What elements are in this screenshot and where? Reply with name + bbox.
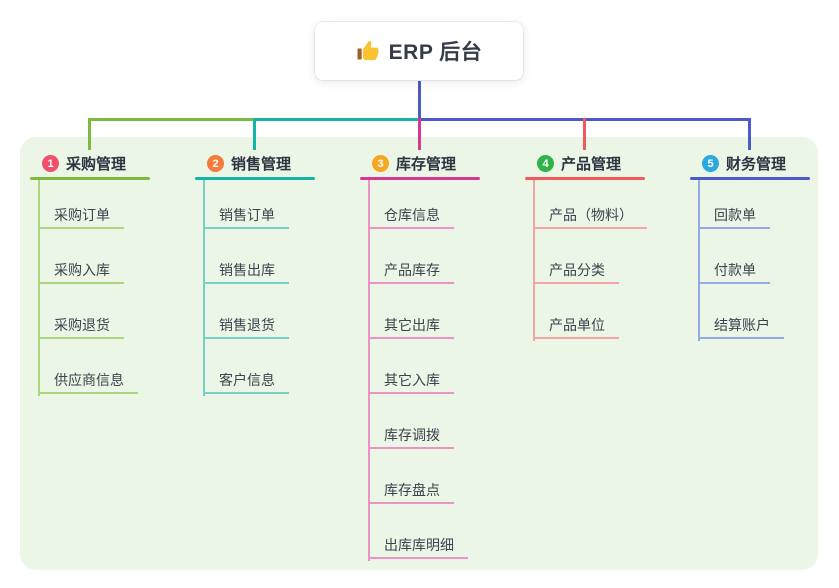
child-node[interactable]: 库存盘点: [368, 478, 454, 504]
branch-underline: [195, 177, 315, 180]
child-node[interactable]: 产品库存: [368, 258, 454, 284]
child-node[interactable]: 回款单: [698, 203, 770, 229]
child-node[interactable]: 其它入库: [368, 368, 454, 394]
root-label: ERP 后台: [388, 41, 483, 64]
branch-label: 销售管理: [231, 156, 292, 173]
branch-underline: [690, 177, 810, 180]
branch-number-badge: 4: [537, 155, 554, 172]
child-node[interactable]: 采购退货: [38, 313, 124, 339]
branch-spine-line: [38, 180, 40, 396]
branch-title[interactable]: 4 产品管理: [525, 150, 621, 177]
branch-underline: [525, 177, 645, 180]
branch-spine-line: [698, 180, 700, 341]
bus-segment-green: [88, 118, 253, 121]
branch-label: 采购管理: [66, 156, 127, 173]
child-node[interactable]: 其它出库: [368, 313, 454, 339]
child-node[interactable]: 结算账户: [698, 313, 784, 339]
child-node[interactable]: 销售订单: [203, 203, 289, 229]
child-node[interactable]: 产品分类: [533, 258, 619, 284]
root-node[interactable]: ERP 后台: [315, 22, 523, 80]
child-node[interactable]: 产品单位: [533, 313, 619, 339]
root-connector-line: [418, 80, 421, 118]
branch-drop-line: [748, 118, 751, 150]
thumbs-up-icon: [356, 39, 380, 63]
child-node[interactable]: 采购入库: [38, 258, 124, 284]
branches-panel: [20, 137, 818, 570]
branch-label: 产品管理: [561, 156, 622, 173]
branch-title[interactable]: 2 销售管理: [195, 150, 291, 177]
branch-title[interactable]: 3 库存管理: [360, 150, 456, 177]
branch-number-badge: 3: [372, 155, 389, 172]
bus-segment-teal: [253, 118, 420, 121]
branch-drop-line: [583, 118, 586, 150]
branch-number-badge: 1: [42, 155, 59, 172]
branch-drop-line: [88, 118, 91, 150]
branch-drop-line: [253, 118, 256, 150]
branch-underline: [30, 177, 150, 180]
branch-number-badge: 5: [702, 155, 719, 172]
branch-label: 库存管理: [396, 156, 457, 173]
child-node[interactable]: 出库库明细: [368, 533, 468, 559]
branch-underline: [360, 177, 480, 180]
child-node[interactable]: 产品（物料）: [533, 203, 647, 229]
child-node[interactable]: 供应商信息: [38, 368, 138, 394]
branch-spine-line: [533, 180, 535, 341]
branch-spine-line: [368, 180, 370, 561]
child-node[interactable]: 销售退货: [203, 313, 289, 339]
branch-title[interactable]: 1 采购管理: [30, 150, 126, 177]
child-node[interactable]: 客户信息: [203, 368, 289, 394]
child-node[interactable]: 付款单: [698, 258, 770, 284]
child-node[interactable]: 采购订单: [38, 203, 124, 229]
child-node[interactable]: 销售出库: [203, 258, 289, 284]
branch-number-badge: 2: [207, 155, 224, 172]
branch-title[interactable]: 5 财务管理: [690, 150, 786, 177]
branch-drop-line: [418, 118, 421, 150]
child-node[interactable]: 仓库信息: [368, 203, 454, 229]
branch-spine-line: [203, 180, 205, 396]
branch-label: 财务管理: [726, 156, 787, 173]
child-node[interactable]: 库存调拨: [368, 423, 454, 449]
